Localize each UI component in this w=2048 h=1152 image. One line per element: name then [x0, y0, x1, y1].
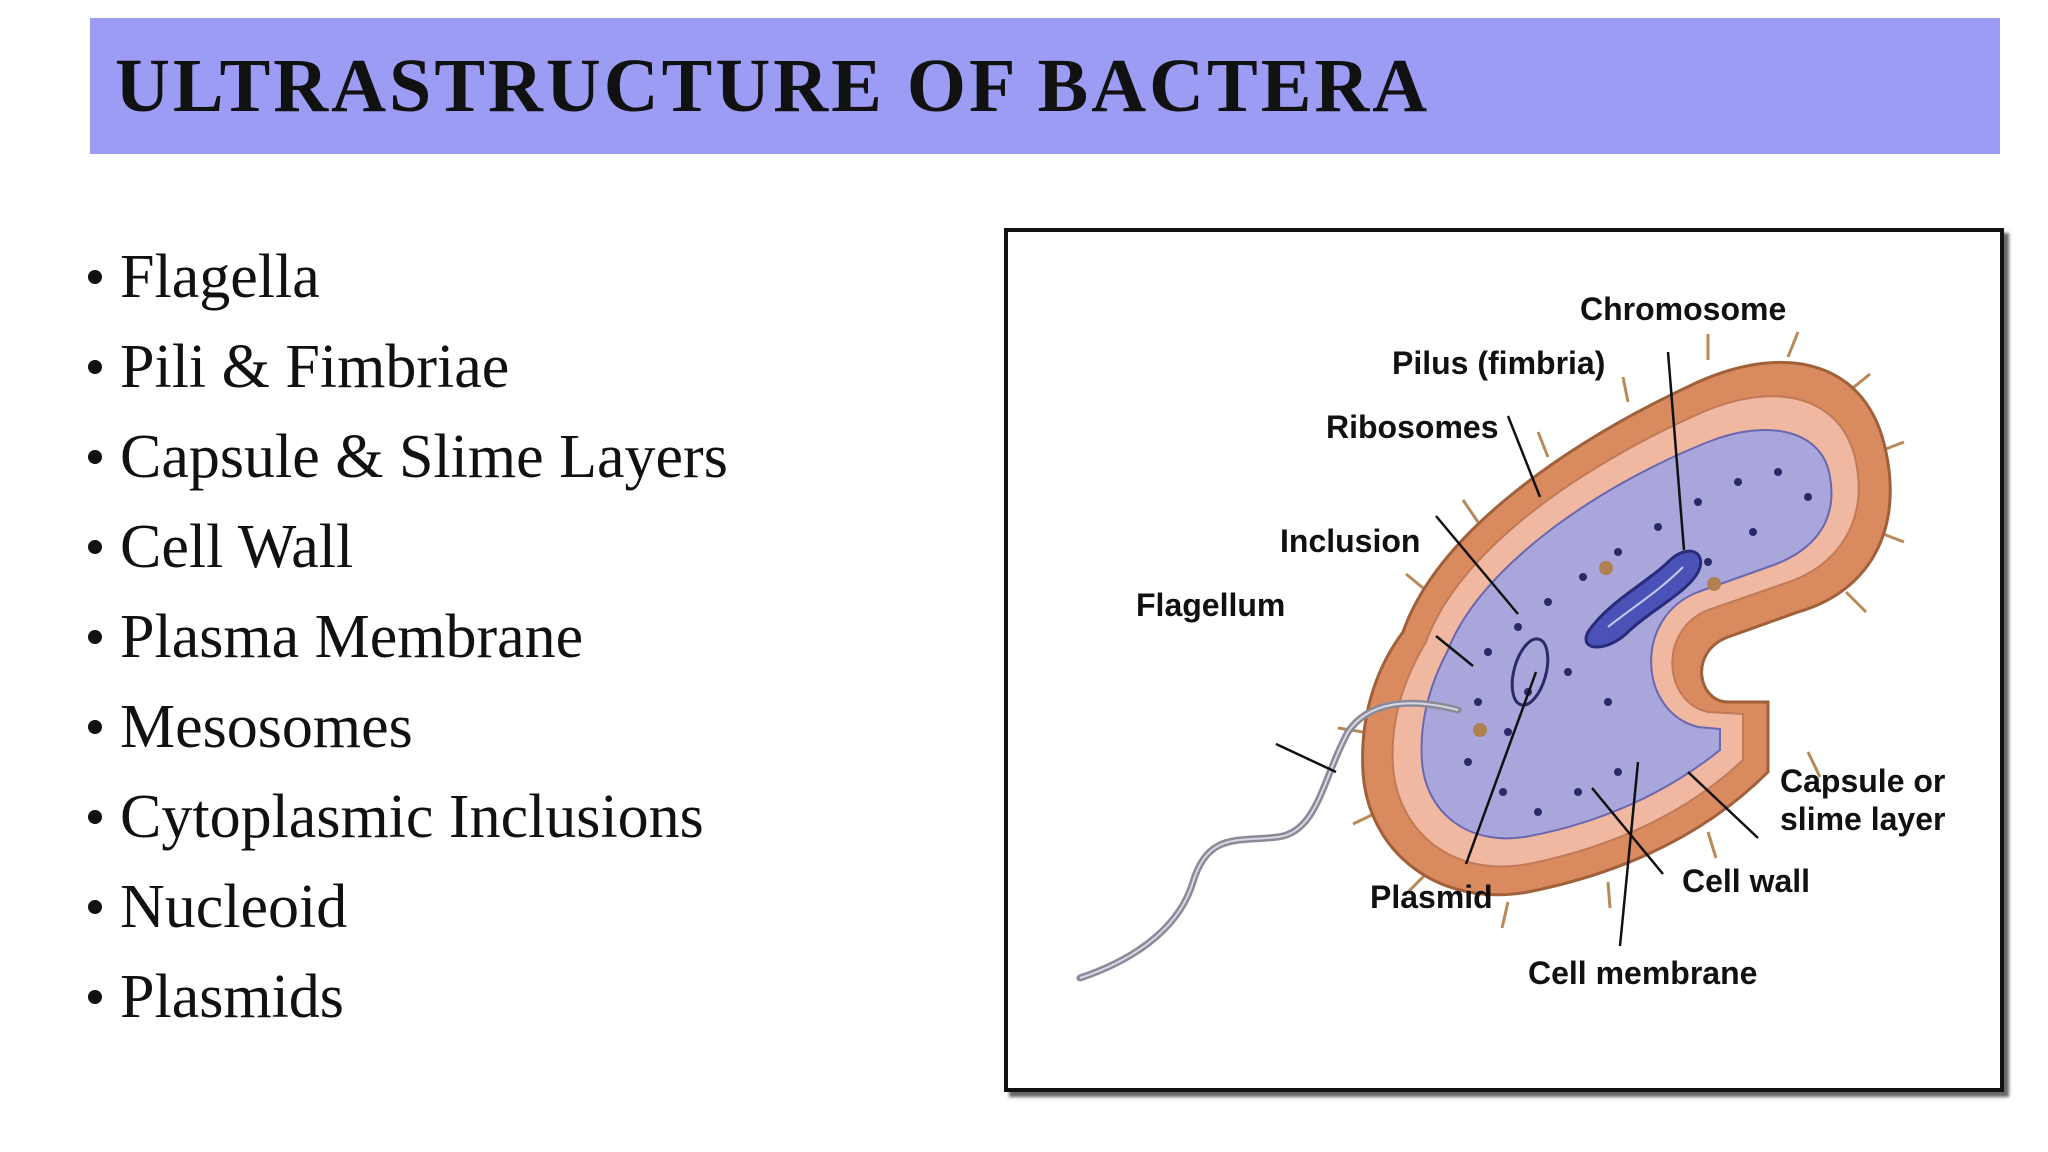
inclusion-granule	[1707, 577, 1721, 591]
bullet-icon	[88, 900, 102, 914]
leader-lines	[1275, 351, 1759, 947]
list-item: Cytoplasmic Inclusions	[80, 772, 728, 862]
bullet-icon	[88, 810, 102, 824]
label-cell-wall: Cell wall	[1682, 863, 1810, 899]
label-inclusion: Inclusion	[1280, 523, 1420, 559]
list-item: Plasma Membrane	[80, 592, 728, 682]
page-title: ULTRASTRUCTURE OF BACTERA	[115, 43, 1431, 128]
list-item: Nucleoid	[80, 862, 728, 952]
bullet-icon	[88, 990, 102, 1004]
inclusion-granule	[1599, 561, 1613, 575]
bullet-icon	[88, 360, 102, 374]
list-item: Pili & Fimbriae	[80, 322, 728, 412]
bullet-icon	[88, 720, 102, 734]
list-item: Mesosomes	[80, 682, 728, 772]
bullet-list: Flagella Pili & Fimbriae Capsule & Slime…	[80, 232, 728, 1042]
label-plasmid: Plasmid	[1370, 879, 1493, 915]
bullet-icon	[88, 540, 102, 554]
bullet-icon	[88, 630, 102, 644]
list-item: Capsule & Slime Layers	[80, 412, 728, 502]
inclusion-granule	[1473, 723, 1487, 737]
bullet-icon	[88, 450, 102, 464]
list-item: Cell Wall	[80, 502, 728, 592]
label-pilus: Pilus (fimbria)	[1392, 345, 1605, 381]
label-ribosomes: Ribosomes	[1326, 409, 1498, 445]
label-capsule-line1: Capsule or	[1780, 763, 1945, 799]
label-cell-membrane: Cell membrane	[1528, 955, 1757, 991]
label-capsule-line2: slime layer	[1780, 801, 1945, 837]
bacteria-diagram-svg: Chromosome Pilus (fimbria) Ribosomes Inc…	[1076, 291, 1945, 991]
list-item: Flagella	[80, 232, 728, 322]
title-bar: ULTRASTRUCTURE OF BACTERA	[90, 18, 2000, 154]
list-item: Plasmids	[80, 952, 728, 1042]
bacteria-diagram: Chromosome Pilus (fimbria) Ribosomes Inc…	[1004, 228, 2004, 1092]
bullet-icon	[88, 270, 102, 284]
label-chromosome: Chromosome	[1580, 291, 1786, 327]
plasmid-shape	[1510, 637, 1550, 707]
chromosome-coil	[1607, 566, 1684, 628]
label-flagellum: Flagellum	[1136, 587, 1285, 623]
flagellum-highlight	[1079, 702, 1459, 979]
